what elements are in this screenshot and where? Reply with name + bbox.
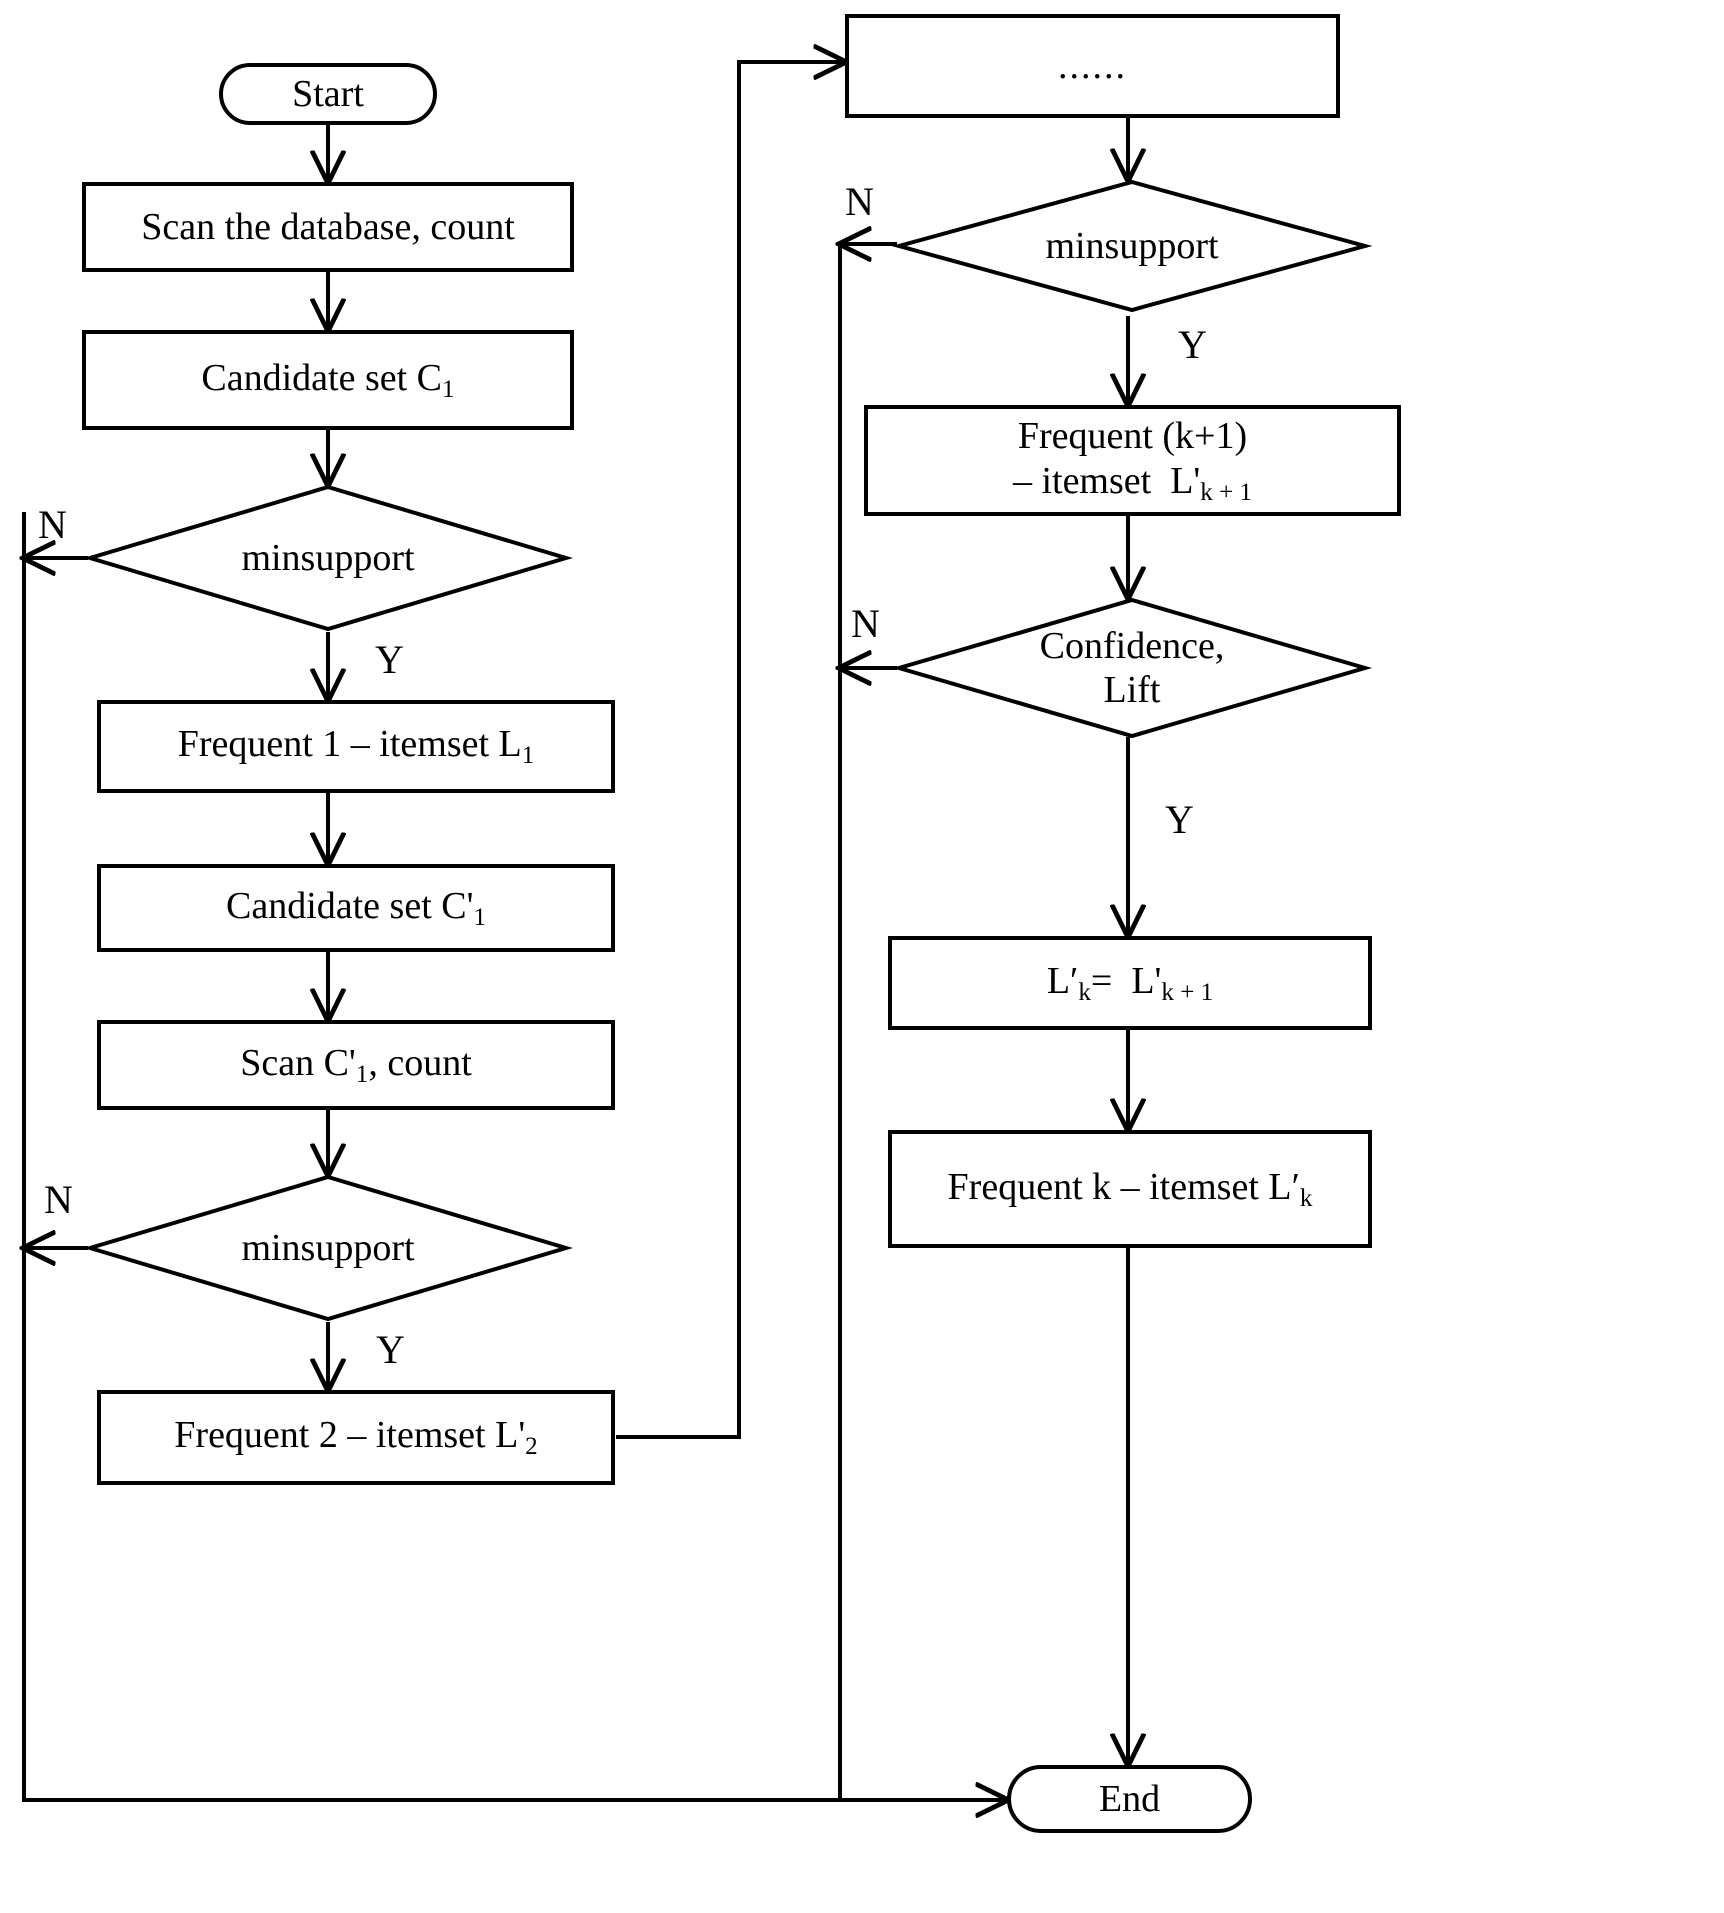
node-confidence-lift-label: Confidence,Lift bbox=[1039, 624, 1225, 711]
node-scan-c1-prime[interactable]: Scan C'1, count bbox=[97, 1020, 615, 1110]
node-scan-c1-prime-label: Scan C'1, count bbox=[240, 1041, 472, 1088]
node-minsupport-1[interactable]: minsupport bbox=[88, 485, 568, 631]
node-frequent-itemset-lk-plus-1-label: Frequent (k+1)– itemset L'k + 1 bbox=[1012, 414, 1253, 506]
node-ellipsis-label: ...... bbox=[1058, 44, 1127, 87]
node-frequent-itemset-lk[interactable]: Frequent k – itemset L′k bbox=[888, 1130, 1372, 1248]
node-candidate-set-c1-label: Candidate set C1 bbox=[201, 356, 455, 403]
branch-label-minsupport2-yes: Y bbox=[376, 1327, 405, 1372]
branch-label-confidence-no: N bbox=[851, 601, 880, 646]
node-candidate-set-c1[interactable]: Candidate set C1 bbox=[82, 330, 574, 430]
node-end-label: End bbox=[1098, 1777, 1161, 1820]
node-minsupport-2-label: minsupport bbox=[241, 1226, 415, 1269]
branch-label-minsupport1-no: N bbox=[38, 502, 67, 547]
node-ellipsis[interactable]: ...... bbox=[845, 14, 1340, 118]
branch-label-confidence-yes: Y bbox=[1165, 797, 1194, 842]
node-frequent-itemset-lk-label: Frequent k – itemset L′k bbox=[947, 1165, 1313, 1212]
node-minsupport-1-label: minsupport bbox=[241, 536, 415, 579]
node-scan-database-label: Scan the database, count bbox=[141, 205, 515, 248]
node-frequent-itemset-l1[interactable]: Frequent 1 – itemset L1 bbox=[97, 700, 615, 793]
node-minsupport-3-label: minsupport bbox=[1045, 224, 1219, 267]
node-minsupport-2[interactable]: minsupport bbox=[88, 1175, 568, 1321]
node-start-label: Start bbox=[292, 72, 364, 115]
branch-label-minsupport3-yes: Y bbox=[1178, 322, 1207, 367]
node-end[interactable]: End bbox=[1007, 1765, 1252, 1833]
node-start[interactable]: Start bbox=[219, 63, 437, 125]
node-assign-lk[interactable]: L′k= L'k + 1 bbox=[888, 936, 1372, 1030]
node-frequent-itemset-l2-prime[interactable]: Frequent 2 – itemset L'2 bbox=[97, 1390, 615, 1485]
node-candidate-set-c1-prime[interactable]: Candidate set C'1 bbox=[97, 864, 615, 952]
branch-label-minsupport1-yes: Y bbox=[375, 637, 404, 682]
branch-label-minsupport3-no: N bbox=[845, 179, 874, 224]
node-frequent-itemset-lk-plus-1[interactable]: Frequent (k+1)– itemset L'k + 1 bbox=[864, 405, 1401, 516]
node-minsupport-3[interactable]: minsupport bbox=[897, 180, 1367, 312]
node-candidate-set-c1-prime-label: Candidate set C'1 bbox=[225, 884, 486, 931]
node-frequent-itemset-l1-label: Frequent 1 – itemset L1 bbox=[177, 723, 535, 770]
node-frequent-itemset-l2-prime-label: Frequent 2 – itemset L'2 bbox=[174, 1414, 538, 1461]
node-confidence-lift[interactable]: Confidence,Lift bbox=[897, 598, 1367, 738]
branch-label-minsupport2-no: N bbox=[44, 1177, 73, 1222]
node-assign-lk-label: L′k= L'k + 1 bbox=[1046, 959, 1214, 1006]
node-scan-database[interactable]: Scan the database, count bbox=[82, 182, 574, 272]
